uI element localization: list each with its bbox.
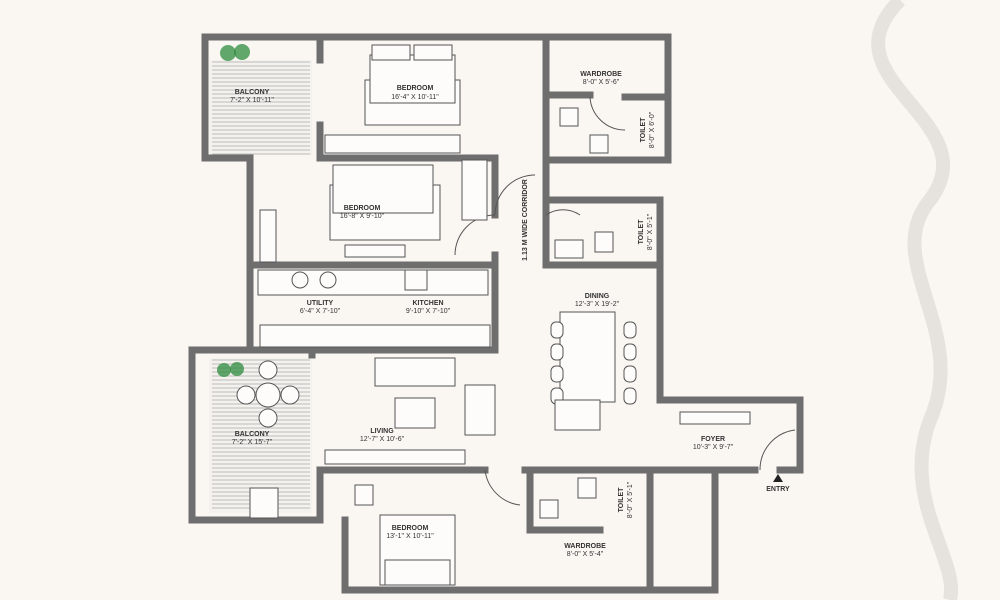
svg-text:TOILET: TOILET xyxy=(638,219,645,244)
svg-text:BALCONY: BALCONY xyxy=(235,89,270,96)
svg-text:BALCONY: BALCONY xyxy=(235,431,270,438)
walls xyxy=(188,33,804,594)
balcony-top-decking xyxy=(209,60,312,155)
svg-text:8'-0" X 6'-0": 8'-0" X 6'-0" xyxy=(649,111,656,148)
svg-text:WARDROBE: WARDROBE xyxy=(564,543,606,550)
svg-text:8'-0" X 5'-6": 8'-0" X 5'-6" xyxy=(583,79,620,86)
svg-text:LIVING: LIVING xyxy=(370,428,394,435)
dining-chair xyxy=(623,343,637,361)
svg-text:7'-2" X 10'-11": 7'-2" X 10'-11" xyxy=(230,97,274,104)
dining-chair xyxy=(623,365,637,383)
svg-text:BEDROOM: BEDROOM xyxy=(397,85,434,92)
svg-text:6'-4" X 7'-10": 6'-4" X 7'-10" xyxy=(300,308,341,315)
svg-text:10'-3" X 9'-7": 10'-3" X 9'-7" xyxy=(693,444,734,451)
svg-text:TOILET: TOILET xyxy=(618,487,625,512)
entry-label: ENTRY xyxy=(766,486,790,493)
svg-text:DINING: DINING xyxy=(585,293,610,300)
svg-text:TOILET: TOILET xyxy=(640,117,647,142)
plants xyxy=(217,44,250,377)
svg-text:12'-7" X 10'-6": 12'-7" X 10'-6" xyxy=(360,436,405,443)
svg-text:FOYER: FOYER xyxy=(701,436,725,443)
svg-text:7'-2" X 15'-7": 7'-2" X 15'-7" xyxy=(232,439,273,446)
dining-chair xyxy=(550,365,564,383)
dining-chair xyxy=(623,321,637,339)
svg-text:BEDROOM: BEDROOM xyxy=(392,525,429,532)
decorative-swoosh xyxy=(871,0,959,600)
svg-text:8'-0" X 5'-4": 8'-0" X 5'-4" xyxy=(567,551,604,558)
svg-text:16'-8" X 9'-10": 16'-8" X 9'-10" xyxy=(340,213,385,220)
furniture xyxy=(236,44,751,586)
svg-text:UTILITY: UTILITY xyxy=(307,300,334,307)
doors xyxy=(454,96,796,506)
dining-chair xyxy=(550,321,564,339)
svg-text:8'-0" X 5'-1": 8'-0" X 5'-1" xyxy=(647,213,654,250)
svg-text:WARDROBE: WARDROBE xyxy=(580,71,622,78)
svg-text:9'-10" X 7'-10": 9'-10" X 7'-10" xyxy=(406,308,451,315)
svg-text:12'-3" X 19'-2": 12'-3" X 19'-2" xyxy=(575,301,620,308)
dining-chair xyxy=(550,343,564,361)
svg-text:BEDROOM: BEDROOM xyxy=(344,205,381,212)
entry-arrow-icon xyxy=(773,474,783,482)
svg-text:13'-1" X 10'-11": 13'-1" X 10'-11" xyxy=(386,533,434,540)
label-bedroom-top: BEDROOM 16'-4" X 10'-11" xyxy=(391,85,439,101)
svg-text:KITCHEN: KITCHEN xyxy=(412,300,443,307)
corridor-label: 1.13 M WIDE CORRIDOR xyxy=(522,179,529,261)
svg-text:16'-4" X 10'-11": 16'-4" X 10'-11" xyxy=(391,94,439,101)
dining-chair xyxy=(623,387,637,405)
svg-text:8'-0" X 5'-1": 8'-0" X 5'-1" xyxy=(627,481,634,518)
